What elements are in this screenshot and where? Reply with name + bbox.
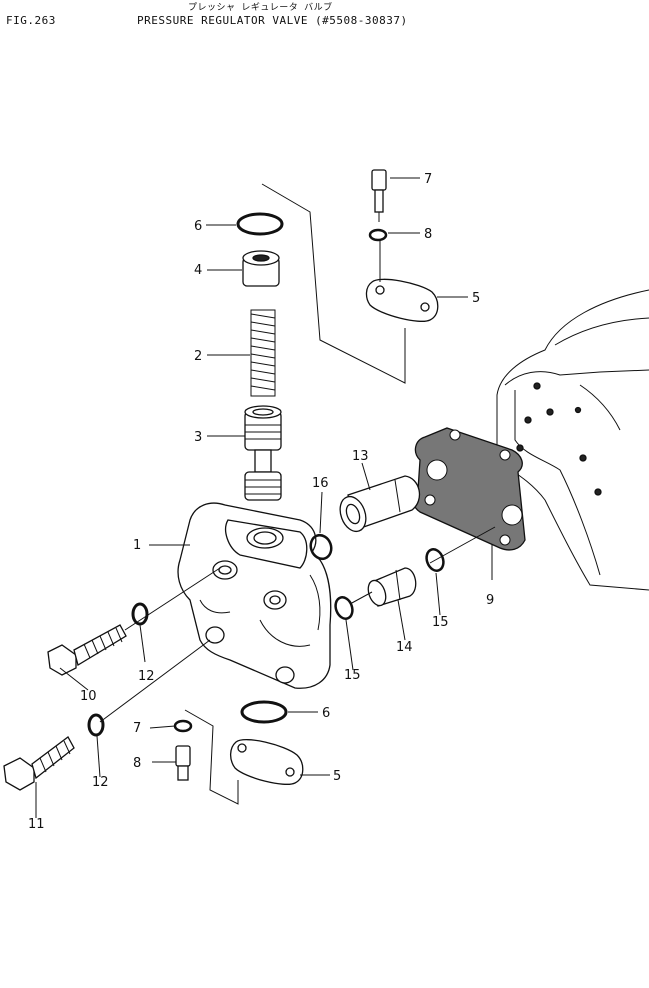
- diagram-title: PRESSURE REGULATOR VALVE (#5508-30837): [137, 14, 408, 27]
- callout-13: 13: [352, 449, 369, 464]
- callout-6-top: 6: [194, 219, 202, 234]
- part-12-washer-b: [87, 713, 105, 737]
- part-2-spring: [250, 309, 276, 397]
- callout-4: 4: [194, 263, 202, 278]
- callout-8-bottom: 8: [133, 756, 141, 771]
- callout-7-bottom: 7: [133, 721, 141, 736]
- part-15-oring-b: [334, 596, 354, 620]
- callout-7-top: 7: [424, 172, 432, 187]
- callout-14: 14: [396, 640, 413, 655]
- callout-9: 9: [486, 593, 494, 608]
- part-5-cover-top: [365, 278, 439, 322]
- part-8-bolt-bottom: [175, 745, 191, 781]
- transmission-case: [496, 289, 649, 591]
- part-15-oring-a: [425, 548, 445, 572]
- part-6-oring-bottom: [240, 700, 288, 724]
- part-1-valve-body: [177, 502, 332, 689]
- part-3-spool: [244, 405, 282, 501]
- part-10-bolt: [47, 624, 127, 676]
- part-6-oring-top: [236, 212, 284, 236]
- part-13-sleeve: [339, 475, 421, 533]
- callout-15-left: 15: [344, 668, 361, 683]
- callout-6-bottom: 6: [322, 706, 330, 721]
- part-5-cover-bottom: [229, 739, 304, 785]
- callout-16: 16: [312, 476, 329, 491]
- callout-1: 1: [133, 538, 141, 553]
- callout-2: 2: [194, 349, 202, 364]
- callout-5-bottom: 5: [333, 769, 341, 784]
- callout-12-upper: 12: [138, 669, 155, 684]
- callout-3: 3: [194, 430, 202, 445]
- part-11-bolt: [3, 736, 75, 791]
- callout-12-lower: 12: [92, 775, 109, 790]
- callout-11: 11: [28, 817, 45, 832]
- title-japanese: プレッシャ レギュレータ バルブ: [188, 3, 333, 13]
- part-16-oring: [309, 533, 333, 561]
- callout-labels: 1 2 3 4 5 5 6 6 7 7 8 8 9 10 11 12 12 13…: [28, 172, 494, 832]
- part-9-gasket: [412, 427, 526, 551]
- part-8-washer-top: [368, 228, 388, 242]
- callout-15-right: 15: [432, 615, 449, 630]
- figure-number: FIG.263: [6, 14, 56, 27]
- part-12-washer-a: [131, 602, 149, 626]
- leader-lines: [35, 177, 496, 818]
- part-14-plug: [367, 567, 417, 607]
- part-7-washer-bottom: [173, 719, 193, 733]
- part-7-bolt-top: [371, 169, 387, 222]
- callout-10: 10: [80, 689, 97, 704]
- callout-5-top: 5: [472, 291, 480, 306]
- callout-8-top: 8: [424, 227, 432, 242]
- part-4-retainer: [242, 250, 280, 287]
